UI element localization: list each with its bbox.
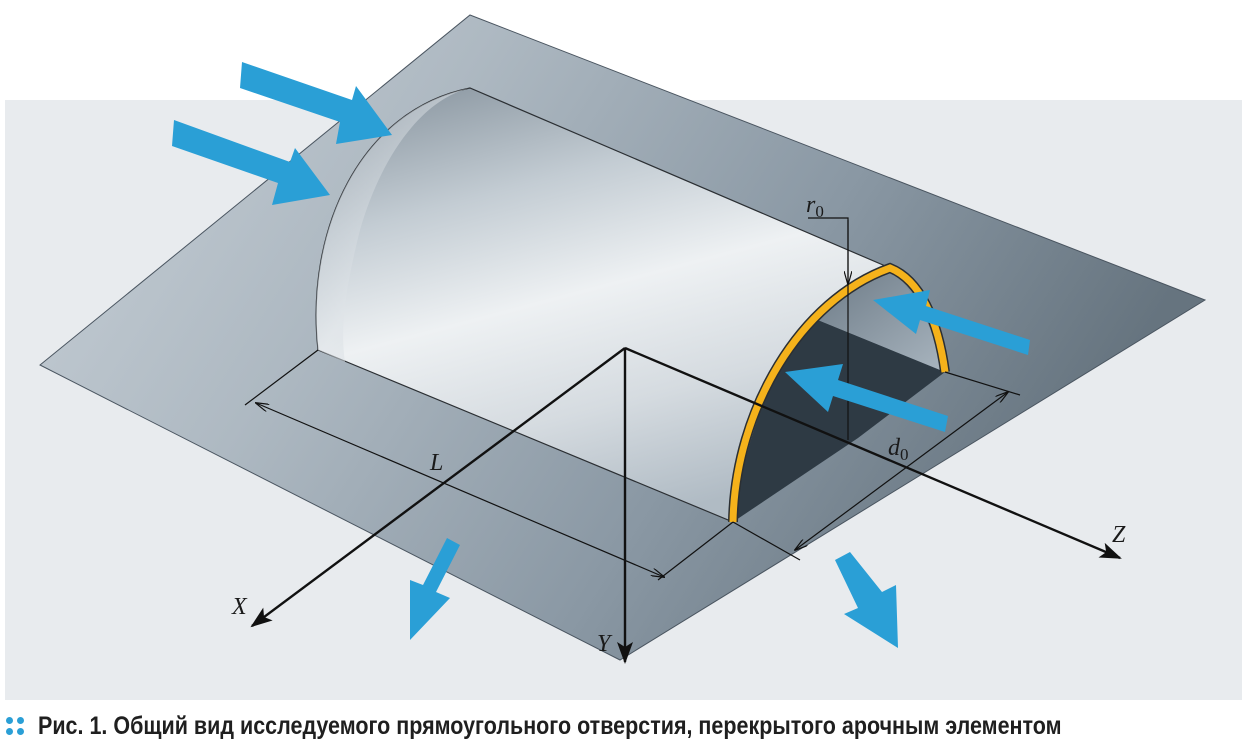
flow-arrow-in-right-2 [785, 364, 948, 432]
caption-bullet-icon [6, 717, 24, 735]
arch-diagram: L r0 d0 X Y Z [5, 14, 1242, 700]
flow-arrow-in-right-1 [873, 290, 1030, 355]
flow-arrow-out-left [410, 538, 460, 640]
axis-z-line [624, 346, 1122, 560]
label-L: L [429, 450, 443, 476]
figure-caption: Рис. 1. Общий вид исследуемого прямоугол… [0, 704, 1242, 748]
axis-x-line [250, 347, 626, 628]
dimension-d0 [795, 392, 1008, 550]
coordinate-axes [250, 346, 1122, 664]
label-axis-z: Z [1112, 522, 1126, 548]
flow-arrow-in-top-2 [172, 120, 330, 205]
arch-far-end [316, 88, 470, 362]
label-axis-y: Y [597, 631, 613, 657]
label-axis-x: X [231, 594, 248, 620]
flow-arrows [172, 62, 1030, 648]
caption-body: Общий вид исследуемого прямоугольного от… [107, 711, 1062, 740]
flow-arrow-out-right [835, 552, 898, 648]
label-r0: r0 [806, 192, 824, 221]
caption-text: Рис. 1. Общий вид исследуемого прямоугол… [38, 712, 1062, 741]
label-d0: d0 [888, 435, 909, 464]
dimension-L [256, 403, 664, 577]
caption-number: Рис. 1. [38, 711, 108, 740]
flow-arrow-in-top-1 [240, 62, 392, 144]
